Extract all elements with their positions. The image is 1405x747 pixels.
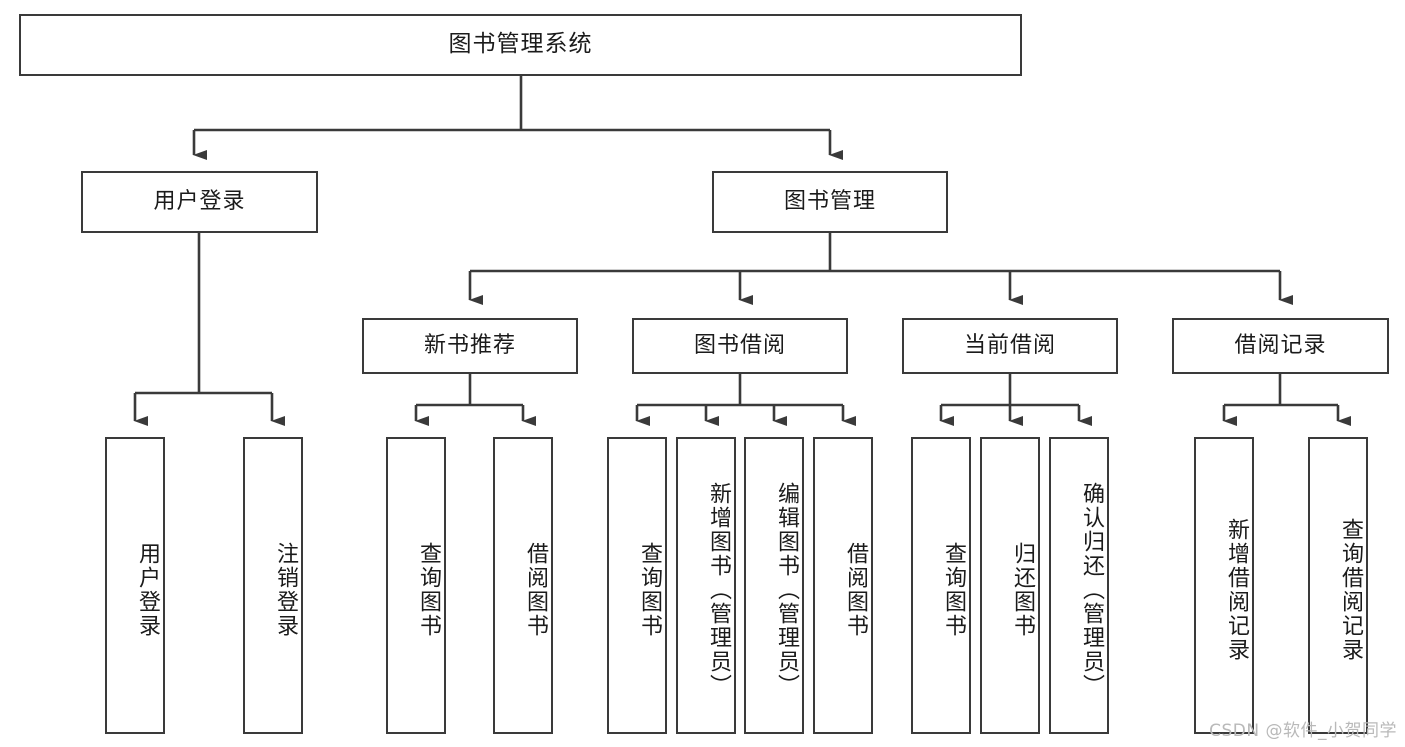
node-label: 查询图书: [941, 541, 966, 638]
node-label: 图书管理: [783, 188, 876, 214]
node-label: 查询借阅记录: [1338, 517, 1363, 662]
node-label: 编辑图书（管理员）: [774, 481, 799, 698]
leaf-user-login-login[interactable]: 用户登录: [105, 437, 165, 734]
leaf-current-return-book[interactable]: 归还图书: [980, 437, 1040, 734]
node-user-login[interactable]: 用户登录: [81, 171, 318, 233]
leaf-borrow-edit-book-admin[interactable]: 编辑图书（管理员）: [744, 437, 804, 734]
leaf-borrow-query-book[interactable]: 查询图书: [607, 437, 667, 734]
node-label: 借阅记录: [1234, 332, 1327, 358]
leaf-record-query-record[interactable]: 查询借阅记录: [1308, 437, 1368, 734]
node-book-management[interactable]: 图书管理: [712, 171, 948, 233]
leaf-borrow-add-book-admin[interactable]: 新增图书（管理员）: [676, 437, 736, 734]
node-new-book-recommend[interactable]: 新书推荐: [362, 318, 578, 374]
node-label: 新增图书（管理员）: [706, 481, 731, 698]
leaf-recommend-query-book[interactable]: 查询图书: [386, 437, 446, 734]
node-label: 借阅图书: [843, 541, 868, 638]
node-label: 图书管理系统: [448, 31, 593, 58]
node-label: 查询图书: [637, 541, 662, 638]
node-label: 注销登录: [273, 541, 298, 638]
node-label: 新增借阅记录: [1224, 517, 1249, 662]
node-label: 图书借阅: [693, 332, 786, 358]
node-label: 查询图书: [416, 541, 441, 638]
watermark: CSDN @软件_小贺同学: [1209, 721, 1397, 741]
node-label: 借阅图书: [523, 541, 548, 638]
node-label: 用户登录: [153, 188, 246, 214]
leaf-record-add-record[interactable]: 新增借阅记录: [1194, 437, 1254, 734]
node-label: 用户登录: [135, 541, 160, 638]
node-label: 归还图书: [1010, 541, 1035, 638]
node-label: 确认归还（管理员）: [1079, 481, 1104, 698]
leaf-user-login-logout[interactable]: 注销登录: [243, 437, 303, 734]
node-label: 新书推荐: [423, 332, 516, 358]
node-book-borrow[interactable]: 图书借阅: [632, 318, 848, 374]
node-current-borrow[interactable]: 当前借阅: [902, 318, 1118, 374]
leaf-recommend-borrow-book[interactable]: 借阅图书: [493, 437, 553, 734]
node-root-book-management-system[interactable]: 图书管理系统: [19, 14, 1022, 76]
leaf-current-query-book[interactable]: 查询图书: [911, 437, 971, 734]
node-label: 当前借阅: [963, 332, 1056, 358]
node-borrow-record[interactable]: 借阅记录: [1172, 318, 1389, 374]
leaf-borrow-borrow-book[interactable]: 借阅图书: [813, 437, 873, 734]
leaf-current-confirm-return-admin[interactable]: 确认归还（管理员）: [1049, 437, 1109, 734]
